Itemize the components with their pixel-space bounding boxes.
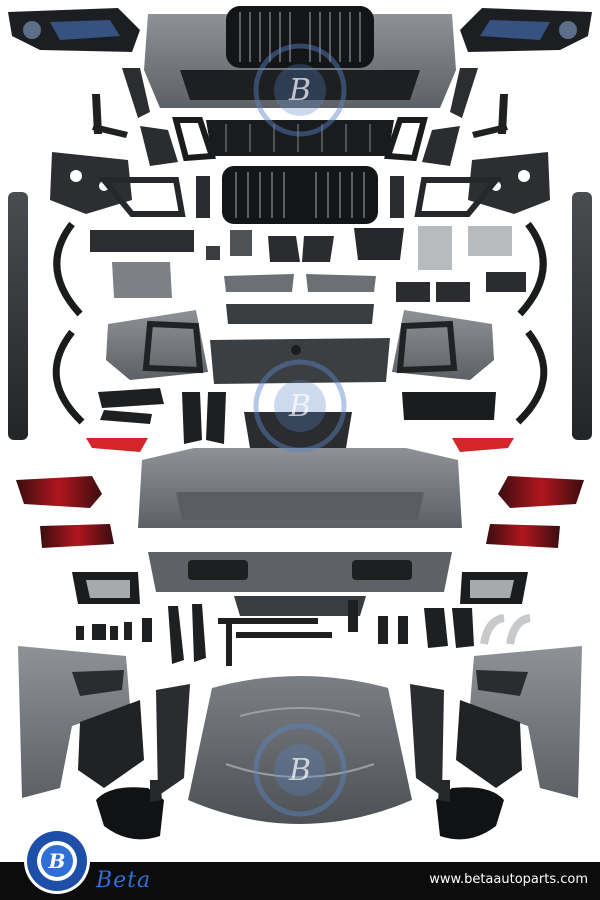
license-plate-holder <box>90 230 194 252</box>
hood <box>188 676 412 824</box>
front-bumper <box>144 6 456 108</box>
small-brackets-row <box>76 600 474 666</box>
front-fender-left <box>18 646 130 798</box>
intake-duct <box>354 228 404 260</box>
company-seal-logo: B <box>24 828 90 894</box>
side-skirt-right <box>572 192 592 440</box>
duct-trim-right <box>414 177 503 217</box>
lower-grille <box>206 120 394 156</box>
watermark-seal-middle: B <box>253 359 347 453</box>
front-fender-right <box>470 646 582 798</box>
bracket-b <box>302 236 334 262</box>
watermark-seal-top: B <box>253 43 347 137</box>
bumper-support-left <box>50 152 132 214</box>
taillight-right-inner <box>486 524 560 548</box>
fog-cover-right <box>422 126 460 166</box>
wiring-bag-b <box>468 226 512 256</box>
rear-diffuser <box>148 552 452 592</box>
trunk-spoiler <box>226 304 374 324</box>
bumper-support-right <box>468 152 550 214</box>
under-cover <box>402 392 496 420</box>
air-duct-frame-right <box>383 117 428 162</box>
clip-part <box>206 246 220 260</box>
side-skirt-left <box>8 192 28 440</box>
brand-name: Beta <box>96 868 152 893</box>
body-kit-parts-illustration <box>8 6 592 840</box>
arch-flare-front-left <box>53 221 83 317</box>
taillight-right-outer <box>498 476 584 508</box>
mirror-left <box>96 780 164 840</box>
bumper-bracket-right <box>450 68 478 118</box>
arch-flare-front-right <box>517 221 547 317</box>
diffuser-insert <box>244 412 352 448</box>
fender-liner-right <box>456 700 522 788</box>
pipe-right <box>506 614 531 645</box>
seal-monogram: B <box>48 849 66 873</box>
support-rod-left <box>92 94 128 138</box>
trim-strip-left <box>224 274 294 292</box>
website-url: www.betaautoparts.com <box>429 872 588 887</box>
watermark-seal-bottom: B <box>253 723 347 817</box>
arch-flare-rear-left <box>52 329 85 425</box>
module-b <box>436 282 470 302</box>
headlight-right <box>460 8 592 52</box>
trunk-lid <box>210 338 390 384</box>
rear-bracket-b <box>206 392 226 444</box>
kidney-grille <box>222 166 378 224</box>
fog-cover-left <box>140 126 178 166</box>
taillight-left-outer <box>16 476 102 508</box>
fender-liner-left <box>78 700 144 788</box>
module-a <box>396 282 430 302</box>
sensor-bracket <box>230 230 252 256</box>
plate-lamp-housing <box>112 262 172 298</box>
headlight-left <box>8 8 140 52</box>
side-trim-left <box>156 684 190 796</box>
watermark-monogram: B <box>288 73 311 108</box>
rear-bracket-a <box>182 392 202 444</box>
grille-bracket-right <box>390 176 404 218</box>
wiring-bag-a <box>418 226 452 270</box>
footer-bar: Beta www.betaautoparts.com <box>0 862 600 900</box>
arch-flare-rear-right <box>515 329 548 425</box>
rear-bracket-left <box>98 388 164 424</box>
reflector-left <box>86 438 148 452</box>
svg-text:B: B <box>288 753 311 788</box>
duct-trim-left <box>97 177 186 217</box>
trim-strip-right <box>306 274 376 292</box>
rear-quarter-left <box>106 310 208 380</box>
bracket-a <box>268 236 300 262</box>
rear-quarter-right <box>392 310 494 380</box>
grille-bracket-left <box>196 176 210 218</box>
pipe-left <box>480 614 505 645</box>
mirror-right <box>436 780 504 840</box>
air-duct-frame-left <box>172 117 217 162</box>
module-c <box>486 272 526 292</box>
rear-bumper <box>138 448 462 528</box>
reflector-right <box>452 438 514 452</box>
bumper-bracket-left <box>122 68 150 118</box>
diffuser-fin <box>234 596 366 616</box>
taillight-left-inner <box>40 524 114 548</box>
side-trim-right <box>410 684 444 796</box>
support-rod-right <box>472 94 508 138</box>
svg-text:B: B <box>288 389 311 424</box>
